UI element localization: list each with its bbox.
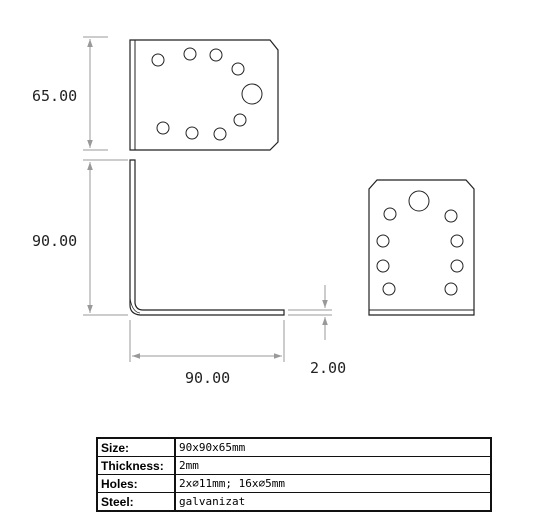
hole-small (376, 259, 390, 273)
dim-height-side-label: 90.00 (32, 232, 77, 250)
dim-thickness-label: 2.00 (310, 359, 346, 377)
top-plate-outline (129, 39, 279, 151)
hole-small (450, 234, 464, 248)
side-view (129, 159, 285, 316)
hole-small (231, 62, 245, 76)
spec-value: 90x90x65mm (174, 437, 492, 457)
right-plate-holes (376, 190, 464, 296)
hole-small (450, 259, 464, 273)
dim-width-bottom (129, 320, 285, 362)
top-view (129, 39, 279, 151)
hole-small (151, 53, 165, 67)
spec-label: Holes: (96, 474, 176, 493)
hole-small (383, 207, 397, 221)
hole-large (408, 190, 430, 212)
spec-value: 2x∅11mm; 16x∅5mm (174, 474, 492, 493)
hole-small (209, 48, 223, 62)
hole-small (376, 234, 390, 248)
spec-row-steel: Steel: galvanizat (96, 492, 492, 512)
spec-row-size: Size: 90x90x65mm (96, 437, 492, 457)
hole-small (185, 126, 199, 140)
dim-width-bottom-label: 90.00 (185, 369, 230, 387)
hole-small (233, 113, 247, 127)
spec-value: galvanizat (174, 492, 492, 512)
l-profile-outline (129, 159, 285, 316)
right-plate-outline (368, 179, 475, 316)
dim-thickness (288, 285, 332, 340)
spec-value: 2mm (174, 456, 492, 475)
spec-row-holes: Holes: 2x∅11mm; 16x∅5mm (96, 474, 492, 493)
hole-small (183, 47, 197, 61)
hole-small (156, 121, 170, 135)
hole-large (241, 83, 263, 105)
spec-label: Size: (96, 437, 176, 457)
spec-table: Size: 90x90x65mm Thickness: 2mm Holes: 2… (96, 437, 492, 512)
hole-small (213, 127, 227, 141)
right-view (368, 179, 475, 316)
top-plate-holes (151, 47, 263, 141)
hole-small (382, 282, 396, 296)
dim-height-side (83, 159, 128, 316)
dim-height-top (83, 36, 108, 151)
spec-row-thickness: Thickness: 2mm (96, 456, 492, 475)
dim-height-top-label: 65.00 (32, 87, 77, 105)
hole-small (444, 209, 458, 223)
hole-small (444, 282, 458, 296)
l-profile-fillet (129, 297, 141, 314)
spec-label: Steel: (96, 492, 176, 512)
spec-label: Thickness: (96, 456, 176, 475)
